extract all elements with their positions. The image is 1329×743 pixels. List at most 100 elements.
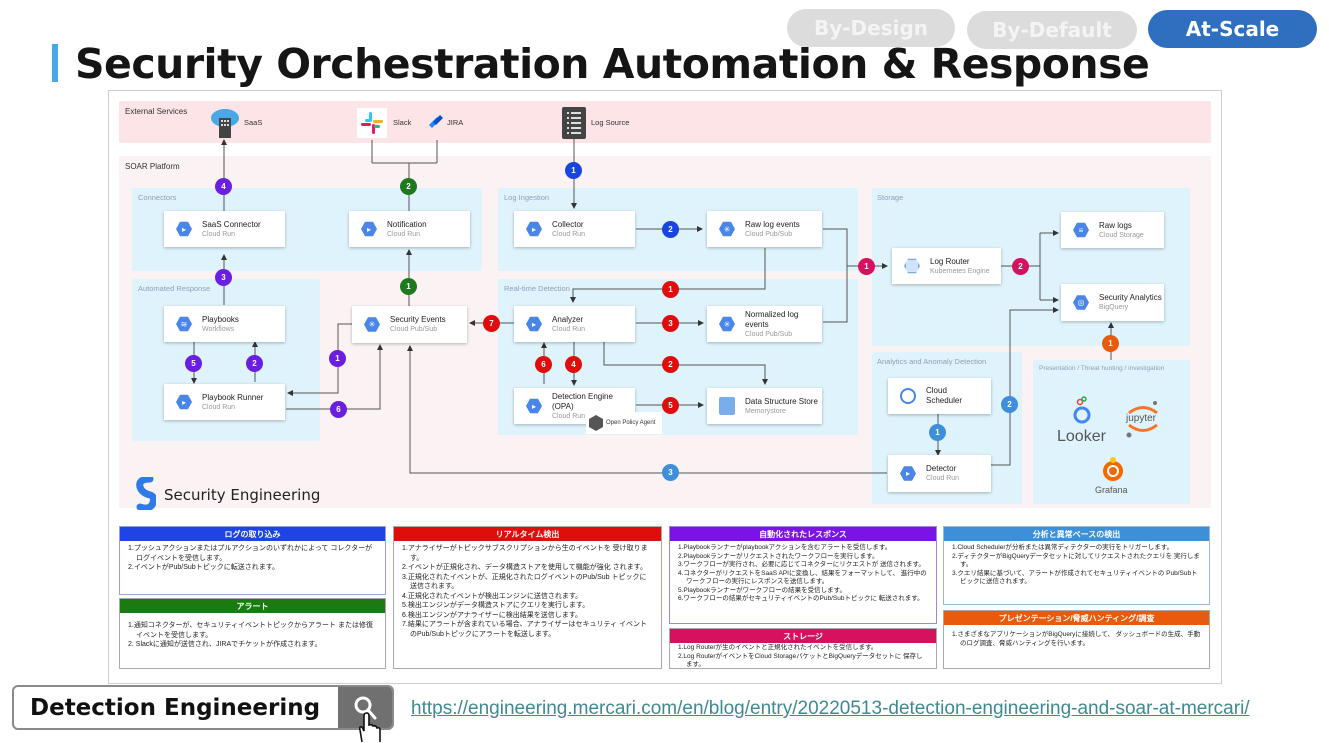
jira-icon — [427, 113, 445, 131]
node-title: SaaS Connector — [202, 219, 261, 229]
node-subtitle: Memorystore — [745, 407, 786, 415]
node-subtitle: Cloud Pub/Sub — [745, 330, 793, 338]
node-title: Playbooks — [202, 314, 239, 324]
brand-label: Security Engineering — [164, 486, 321, 504]
node-subtitle: Cloud Run — [552, 325, 586, 333]
cloud-run-icon: ▸ — [526, 316, 542, 332]
info-line: 2.イベントがPub/Subトピックに転送されます。 — [128, 564, 279, 571]
soar-platform-label: SOAR Platform — [125, 162, 180, 171]
node-title: Raw log events — [745, 219, 800, 229]
info-line: 1.Playbookランナーがplaybookアクションを含むアラートを受信しま… — [678, 544, 892, 551]
info-line: 2.イベントが正規化され、データ構造ストアを使用して機能が強化 されます。 — [402, 564, 647, 571]
step-badge: 2 — [662, 356, 679, 373]
step-badge: 4 — [215, 178, 232, 195]
tab-by-default[interactable]: By-Default — [967, 11, 1137, 49]
jira-label: JIRA — [447, 118, 464, 127]
step-badge: 1 — [662, 281, 679, 298]
info-box-title: ログの取り込み — [120, 527, 385, 541]
cloud-run-icon: ▸ — [526, 398, 542, 414]
node-subtitle: Cloud Pub/Sub — [745, 230, 793, 238]
info-box-storage: ストレージ 1.Log Routerが生のイベントと正規化されたイベントを受信し… — [669, 628, 937, 669]
info-line: 6.検出エンジンがアナライザーに検出結果を送信します。 — [402, 611, 582, 619]
cloud-run-icon: ▸ — [526, 221, 542, 237]
external-services-region — [119, 101, 1211, 143]
node-subtitle: Cloud Storage — [1099, 231, 1144, 239]
step-badge: 1 — [565, 162, 582, 179]
step-badge: 3 — [662, 315, 679, 332]
node-subtitle: Workflows — [202, 325, 235, 333]
node-title: Detector — [926, 464, 957, 473]
info-line: 1.Log Routerが生のイベントと正規化されたイベントを受信します。 — [678, 644, 878, 651]
cloud-run-icon: ▸ — [900, 466, 916, 481]
step-badge: 3 — [215, 269, 232, 286]
node-title: Cloud Scheduler — [926, 386, 963, 405]
cloud-scheduler-icon — [900, 388, 916, 404]
node-title: Normalized log events — [745, 309, 799, 329]
info-line: 1.さまざまなアプリケーションがBigQueryに接続して、 ダッシュボードの生… — [952, 631, 1201, 647]
info-line: 1.プッシュアクションまたはプルアクションのいずれかによって コレクターがログイ… — [128, 545, 373, 562]
info-line: 7.結果にアラートが含まれている場合、アナライザーはセキュリティ イベントのPu… — [402, 621, 648, 638]
info-line: 2. Slackに通知が送信され、JIRAでチケットが作成されます。 — [128, 641, 322, 648]
wire-pubsub-log-router — [823, 228, 887, 323]
node-cloud-scheduler[interactable]: Cloud Scheduler — [888, 378, 991, 414]
search-box[interactable]: Detection Engineering — [12, 685, 394, 730]
node-subtitle: BigQuery — [1099, 304, 1129, 311]
info-line: 4.コネクターがリクエストをSaaS APIに変換し、結果をフォーマットして、 … — [678, 569, 927, 586]
memorystore-icon — [719, 397, 735, 415]
saas-icon — [210, 106, 240, 138]
node-title: Notification — [387, 219, 427, 229]
info-line: 2.Log RouterがイベントをCloud StorageバケットとBigQ… — [678, 652, 923, 669]
node-subtitle: Cloud Run — [202, 230, 236, 238]
wire-notification-slack-jira — [371, 140, 438, 212]
info-line: 1.アナライザーがトピックサブスクリプションから生のイベントを 受け取ります。 — [402, 545, 648, 562]
search-input[interactable]: Detection Engineering — [30, 695, 321, 721]
node-title: Detection Engine (OPA) — [552, 391, 613, 411]
page-title: Security Orchestration Automation & Resp… — [75, 40, 1150, 88]
kubernetes-engine-icon — [904, 258, 920, 274]
step-badge: 5 — [185, 355, 202, 372]
bigquery-icon: ◎ — [1073, 295, 1089, 310]
tab-at-scale[interactable]: At-Scale — [1148, 10, 1317, 48]
blog-link[interactable]: https://engineering.mercari.com/en/blog/… — [411, 698, 1250, 719]
jupyter-icon — [1125, 400, 1161, 438]
info-box-realtime: リアルタイム検出 1.アナライザーがトピックサブスクリプションから生のイベントを… — [393, 526, 662, 669]
cloud-run-icon: ▸ — [361, 221, 377, 237]
info-box-title: アラート — [120, 599, 385, 613]
node-title: Data Structure Store — [745, 396, 818, 406]
wire-runner-security — [286, 344, 383, 410]
slack-icon — [357, 108, 387, 138]
info-line: 1.通知コネクターが、セキュリティイベントトピックからアラート または修復イベン… — [128, 622, 373, 639]
step-badge: 6 — [535, 356, 552, 373]
grafana-label: Grafana — [1095, 485, 1128, 495]
connectors-label: Connectors — [138, 193, 177, 202]
workflows-icon: ≋ — [176, 316, 192, 332]
wire-analyzer-datastore — [603, 342, 768, 385]
analytics-label: Analytics and Anomaly Detection — [877, 357, 987, 366]
hand-cursor-icon — [352, 712, 386, 743]
info-box-title: 分析と異常ベースの検出 — [944, 527, 1209, 541]
info-box-title: リアルタイム検出 — [394, 527, 661, 541]
wire-detector-security-events — [407, 345, 887, 474]
info-line: 5.Playbookランナーがワークフローの結果を受信します。 — [678, 586, 847, 594]
tab-by-design[interactable]: By-Design — [787, 9, 955, 47]
log-source-icon — [562, 107, 586, 139]
info-box-presentation: プレゼンテーション/脅威ハンティング/調査 1.さまざまなアプリケーションがBi… — [943, 610, 1210, 669]
info-box-log-ingestion: ログの取り込み 1.プッシュアクションまたはプルアクションのいずれかによって コ… — [119, 526, 386, 595]
node-subtitle: Cloud Pub/Sub — [390, 326, 438, 333]
pubsub-icon: ✳ — [719, 316, 735, 332]
node-subtitle: Kubernetes Engine — [930, 267, 990, 275]
